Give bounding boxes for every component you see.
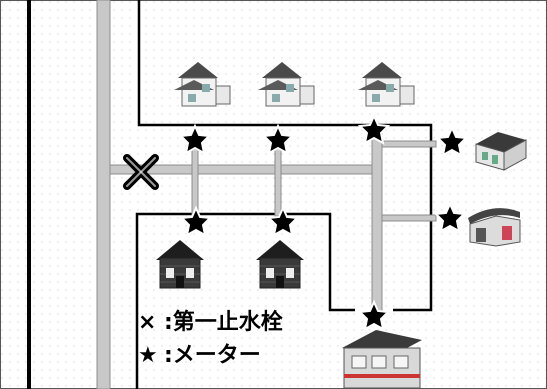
legend-star-label: :メーター (164, 343, 261, 368)
house-icon (475, 132, 527, 171)
branch-pipe-shop-1 (381, 140, 437, 148)
house-icon (258, 62, 315, 107)
legend-star-symbol: ★ (138, 343, 158, 368)
house-icon (342, 330, 422, 389)
house-icon (256, 240, 304, 289)
branch-pipe-1 (191, 145, 199, 217)
house-icon (468, 208, 521, 247)
stopcock-cross-icon (123, 154, 159, 190)
property-line-lower (135, 212, 355, 389)
legend-cross-symbol: × (138, 310, 157, 335)
branch-pipe-shop-2 (381, 214, 437, 222)
legend-meter: ★:メーター (138, 345, 328, 367)
house-icon (156, 240, 204, 289)
branch-pipe-2 (274, 145, 282, 217)
legend-stopcock: × :第一止水栓 (138, 312, 328, 334)
service-pipe-vertical (371, 125, 383, 312)
main-water-pipe (96, 0, 111, 389)
house-icon (174, 62, 231, 107)
legend-cross-label: :第一止水栓 (164, 310, 283, 335)
house-icon (358, 62, 415, 107)
property-line-upper (137, 0, 433, 312)
